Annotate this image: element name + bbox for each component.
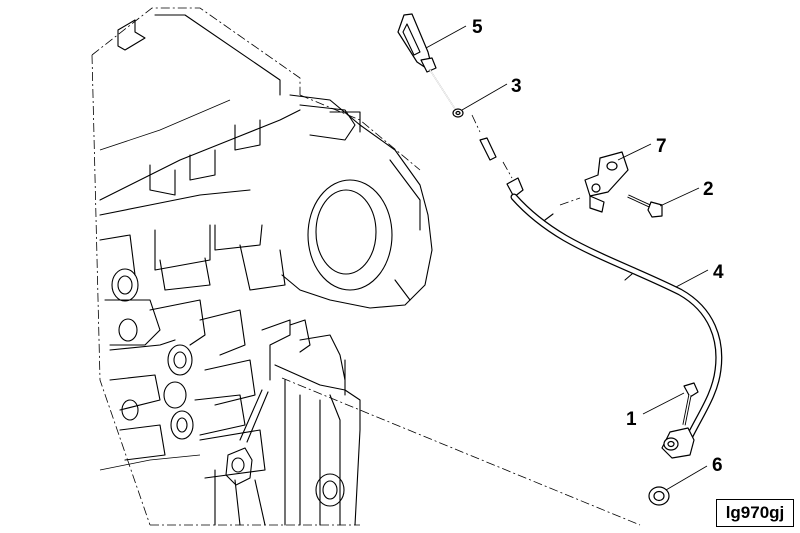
callout-2: 2 (703, 179, 714, 200)
reference-code-label: lg970gj (716, 499, 794, 527)
projection-lines (281, 114, 641, 526)
engine-block (91, 7, 433, 526)
washer-part-6[interactable] (648, 486, 670, 506)
callout-5: 5 (472, 17, 483, 38)
callout-6: 6 (712, 455, 723, 476)
seal-part-3[interactable] (452, 108, 497, 161)
callout-1: 1 (626, 409, 637, 430)
callout-3: 3 (511, 76, 522, 97)
dipstick-tube-part-4[interactable] (506, 177, 723, 459)
bolt-part-2[interactable] (627, 194, 663, 218)
bracket-part-7[interactable] (584, 151, 629, 213)
callout-7: 7 (656, 136, 667, 157)
callout-4: 4 (713, 262, 724, 283)
dipstick-part-5[interactable] (397, 13, 458, 113)
leader-lines (425, 25, 709, 491)
bolt-part-1[interactable] (682, 382, 699, 426)
